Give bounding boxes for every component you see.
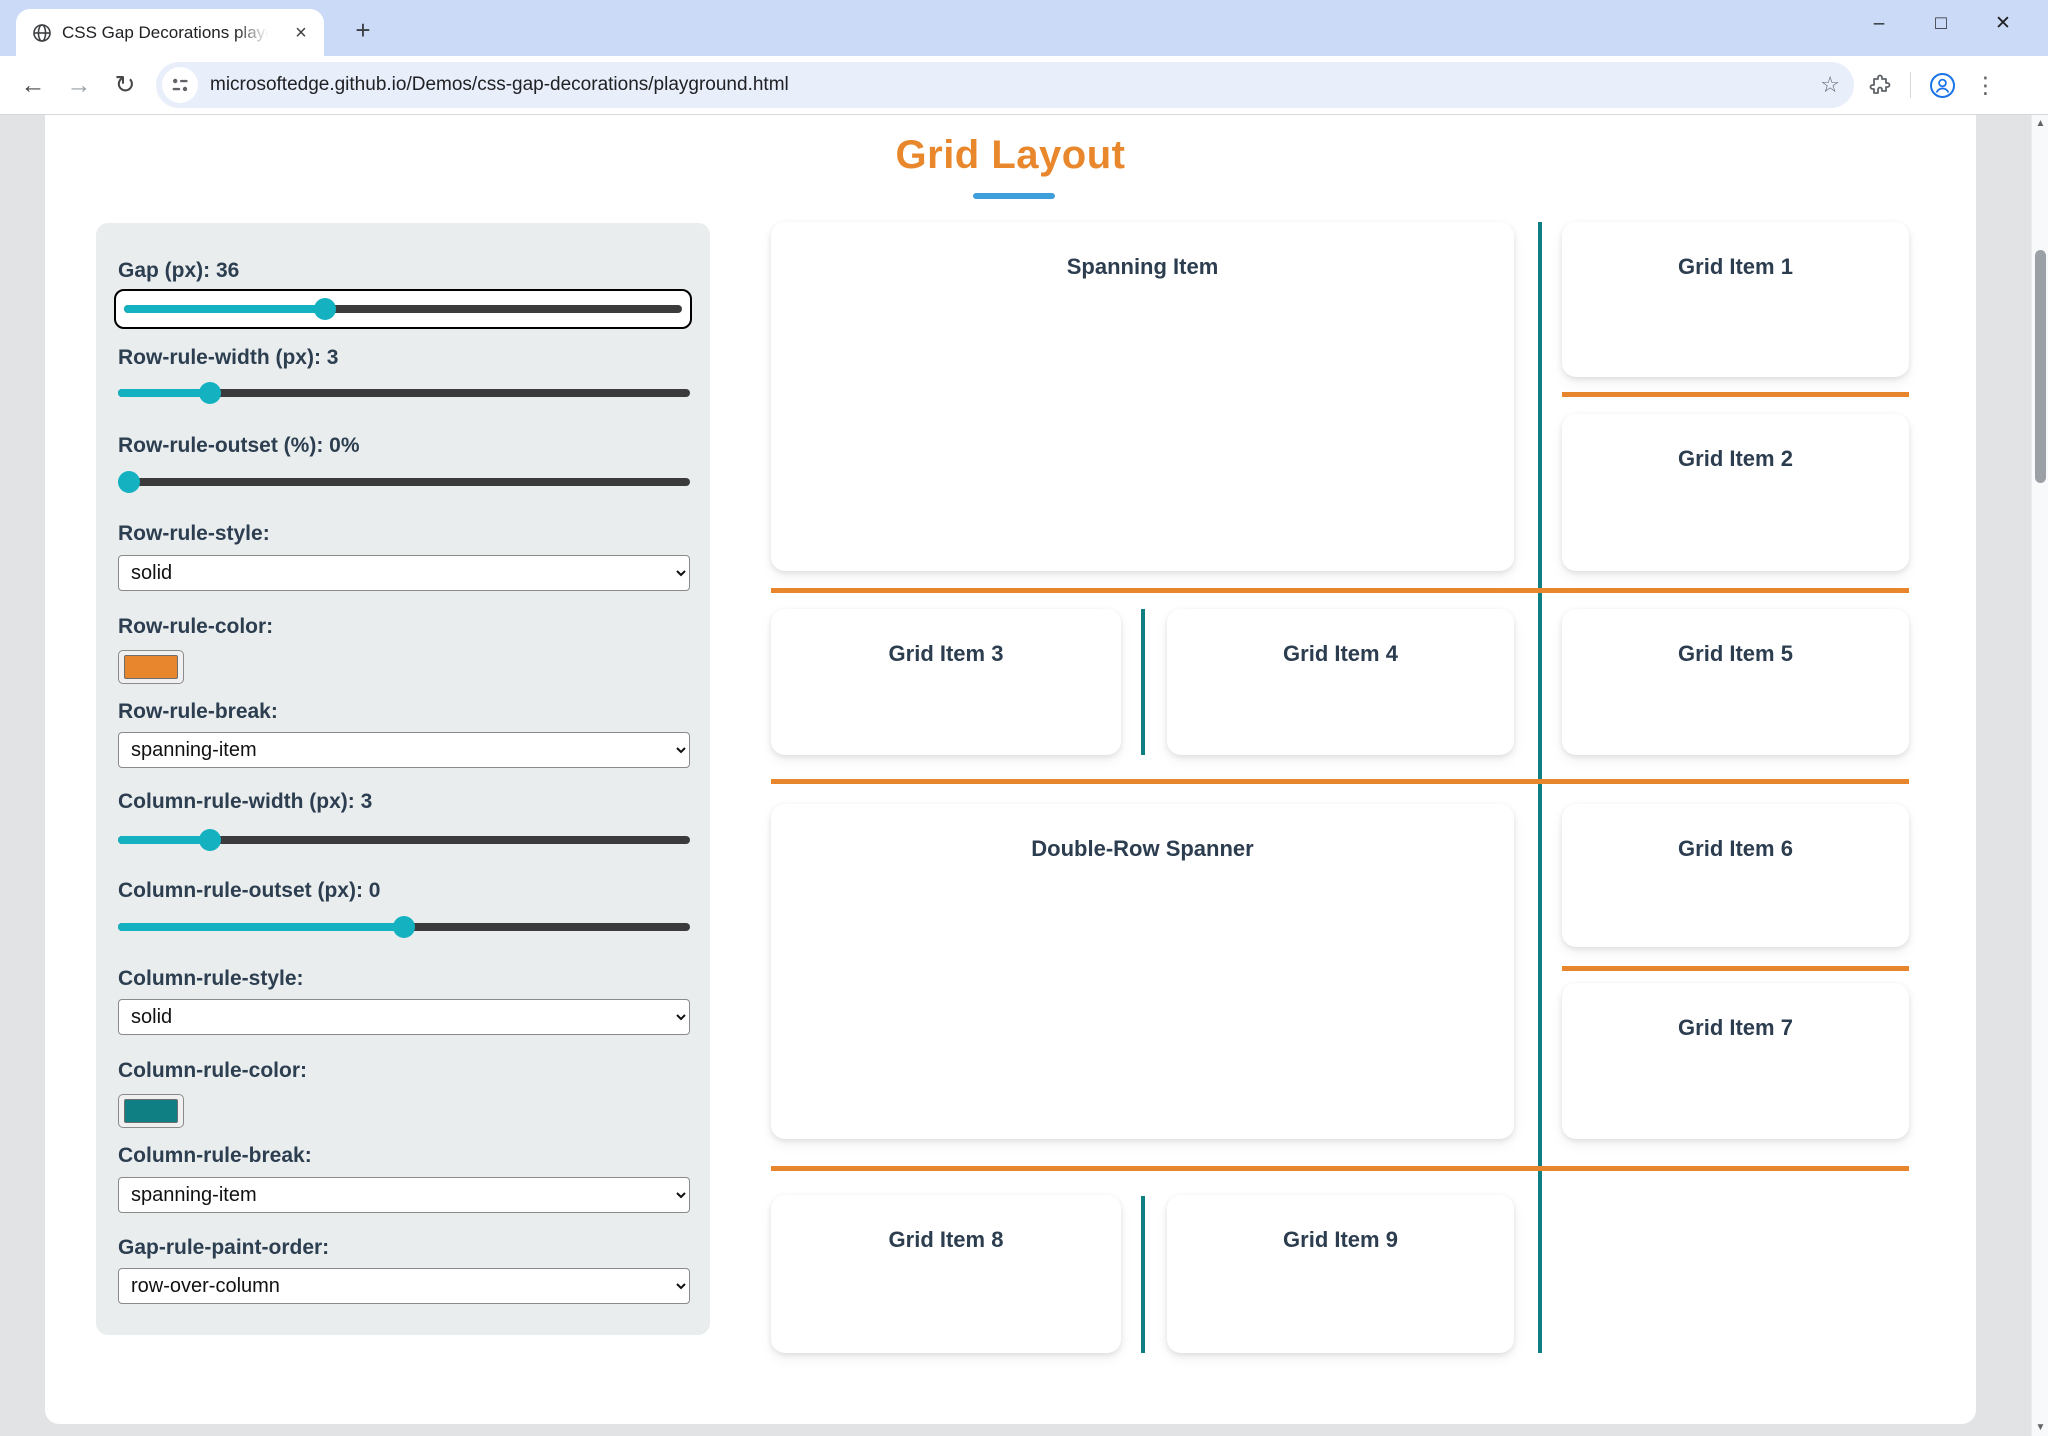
slider-thumb[interactable]: [198, 382, 221, 404]
column-rule-break-select[interactable]: spanning-item: [118, 1177, 690, 1213]
row-rule-width-label: Row-rule-width (px): 3: [118, 346, 339, 369]
slider-fill: [118, 836, 210, 844]
color-chip: [124, 1099, 178, 1123]
row-rule-line: [771, 779, 1909, 784]
slider-thumb[interactable]: [313, 298, 336, 320]
slider-track[interactable]: [118, 836, 690, 844]
column-rule-outset-label: Column-rule-outset (px): 0: [118, 879, 381, 902]
toolbar-right: ⋮: [1868, 72, 2001, 99]
slider-fill: [124, 305, 325, 313]
grid-item-card: Grid Item 8: [771, 1195, 1121, 1353]
new-tab-button[interactable]: +: [355, 15, 371, 45]
row-rule-style-label: Row-rule-style:: [118, 522, 270, 545]
url-text[interactable]: microsoftedge.github.io/Demos/css-gap-de…: [210, 74, 789, 95]
slider-thumb[interactable]: [393, 916, 415, 938]
slider-track[interactable]: [118, 389, 690, 397]
row-rule-outset-label: Row-rule-outset (%): 0%: [118, 434, 360, 457]
grid-item-card: Grid Item 4: [1167, 609, 1514, 755]
slider-track[interactable]: [124, 305, 682, 313]
column-rule-color-picker[interactable]: [118, 1094, 184, 1128]
reload-icon[interactable]: ↻: [114, 71, 136, 99]
column-rule-break-label: Column-rule-break:: [118, 1144, 312, 1167]
forward-icon[interactable]: →: [66, 70, 92, 99]
scroll-up-icon[interactable]: ▲: [2035, 118, 2046, 129]
scroll-down-icon[interactable]: ▼: [2035, 1422, 2046, 1433]
scrollbar-thumb[interactable]: [2035, 250, 2046, 483]
column-rule-width-label: Column-rule-width (px): 3: [118, 790, 373, 813]
column-rule-style-select[interactable]: solid: [118, 999, 690, 1035]
row-rule-break-label: Row-rule-break:: [118, 700, 278, 723]
favicon-globe-icon: [32, 23, 52, 43]
bookmark-star-icon[interactable]: ☆: [1820, 72, 1840, 97]
row-rule-width-slider[interactable]: [118, 382, 690, 404]
column-rule-width-slider[interactable]: [118, 829, 690, 851]
window-minimize-icon[interactable]: –: [1873, 13, 1885, 34]
slider-fill: [118, 389, 210, 397]
gap-rule-paint-order-select[interactable]: row-over-column: [118, 1268, 690, 1304]
column-rule-line: [1538, 222, 1542, 1353]
grid-item-card: Grid Item 3: [771, 609, 1121, 755]
page-title: Grid Layout: [895, 133, 1126, 177]
grid-item-card: Grid Item 7: [1562, 983, 1909, 1139]
grid-item-card: Grid Item 2: [1562, 414, 1909, 571]
back-icon[interactable]: ←: [20, 70, 46, 99]
slider-thumb[interactable]: [118, 471, 141, 493]
column-rule-line: [1141, 609, 1145, 755]
tab-title: CSS Gap Decorations playground: [62, 22, 268, 42]
page-viewport: Grid Layout Gap (px): 36 Row-rule-width …: [0, 115, 2048, 1436]
column-rule-color-label: Column-rule-color:: [118, 1059, 307, 1082]
profile-avatar-icon[interactable]: [1929, 72, 1956, 99]
page-scrollbar[interactable]: ▲ ▼: [2031, 115, 2048, 1436]
row-rule-line: [771, 588, 1909, 593]
row-rule-color-label: Row-rule-color:: [118, 615, 274, 638]
grid-item-card: Spanning Item: [771, 222, 1514, 571]
row-rule-outset-slider[interactable]: [118, 471, 690, 493]
grid-item-card: Grid Item 9: [1167, 1195, 1514, 1353]
controls-panel: Gap (px): 36 Row-rule-width (px): 3 Row-…: [96, 223, 710, 1335]
slider-thumb[interactable]: [198, 829, 221, 851]
row-rule-line: [771, 1166, 1909, 1171]
row-rule-color-picker[interactable]: [118, 650, 184, 684]
extensions-icon[interactable]: [1868, 73, 1892, 97]
grid-item-card: Grid Item 6: [1562, 804, 1909, 947]
browser-tab[interactable]: CSS Gap Decorations playground ×: [16, 9, 324, 56]
grid-item-card: Grid Item 5: [1562, 609, 1909, 755]
toolbar-separator: [1910, 72, 1911, 98]
address-bar[interactable]: microsoftedge.github.io/Demos/css-gap-de…: [156, 62, 1854, 108]
site-info-icon[interactable]: [162, 67, 198, 103]
gap-slider[interactable]: [114, 289, 692, 329]
grid-item-card: Grid Item 1: [1562, 222, 1909, 377]
slider-fill: [118, 923, 404, 931]
row-rule-break-select[interactable]: spanning-item: [118, 732, 690, 768]
title-underline: [973, 193, 1055, 199]
tab-close-icon[interactable]: ×: [295, 21, 307, 44]
window-maximize-icon[interactable]: □: [1935, 13, 1947, 34]
gap-slider-label: Gap (px): 36: [118, 259, 240, 282]
color-chip: [124, 655, 178, 679]
grid-item-card: Double-Row Spanner: [771, 804, 1514, 1139]
browser-tab-bar: CSS Gap Decorations playground × + – □ ✕: [0, 0, 2048, 56]
browser-toolbar: ← → ↻ microsoftedge.github.io/Demos/css-…: [0, 56, 2048, 115]
window-close-icon[interactable]: ✕: [1995, 13, 2011, 34]
slider-track[interactable]: [118, 478, 690, 486]
column-rule-outset-slider[interactable]: [118, 916, 690, 938]
column-rule-style-label: Column-rule-style:: [118, 967, 304, 990]
row-rule-line: [1562, 966, 1909, 971]
column-rule-line: [1141, 1196, 1145, 1353]
gap-rule-paint-order-label: Gap-rule-paint-order:: [118, 1236, 330, 1259]
menu-kebab-icon[interactable]: ⋮: [1974, 71, 1997, 98]
row-rule-line: [1562, 392, 1909, 397]
window-controls: – □ ✕: [1848, 0, 2034, 48]
row-rule-style-select[interactable]: solid: [118, 555, 690, 591]
